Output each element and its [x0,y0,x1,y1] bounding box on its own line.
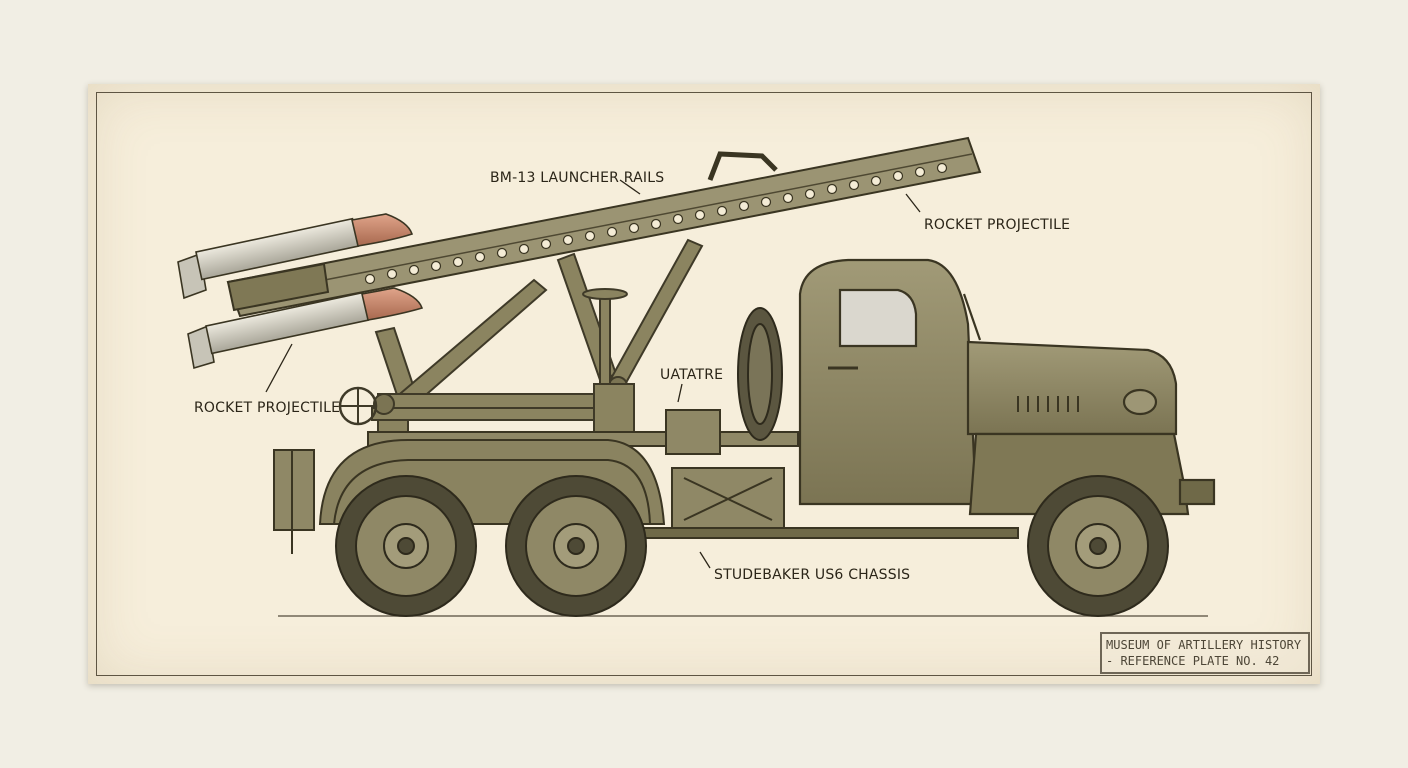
rear-wheel-2 [505,475,647,617]
rocket-upper [177,213,414,300]
label-uatatre: UATATRE [660,367,724,383]
launcher-rail [226,136,982,318]
rocket-lower [187,287,424,370]
truck-illustration [177,136,1216,617]
stamp-line-1: MUSEUM OF ARTILLERY HISTORY [1106,638,1302,652]
museum-stamp: MUSEUM OF ARTILLERY HISTORY - REFERENCE … [1100,632,1310,674]
truck-cab [798,258,1216,516]
reference-plate: BM-13 LAUNCHER RAILS ROCKET PROJECTILE R… [88,84,1320,684]
front-wheel [1027,475,1169,617]
launcher-support [338,238,704,439]
spare-tire [737,307,783,441]
stamp-line-2: - REFERENCE PLATE NO. 42 [1106,654,1280,668]
label-chassis: STUDEBAKER US6 CHASSIS [714,567,911,583]
leader-lines [265,179,921,569]
plate-border [96,92,1312,676]
rear-wheel-1 [335,475,477,617]
rear-body [273,409,1019,554]
label-launcher-rails: BM-13 LAUNCHER RAILS [490,170,665,186]
label-rocket-projectile-left: ROCKET PROJECTILE [194,400,341,416]
label-rocket-projectile-right: ROCKET PROJECTILE [924,217,1071,233]
